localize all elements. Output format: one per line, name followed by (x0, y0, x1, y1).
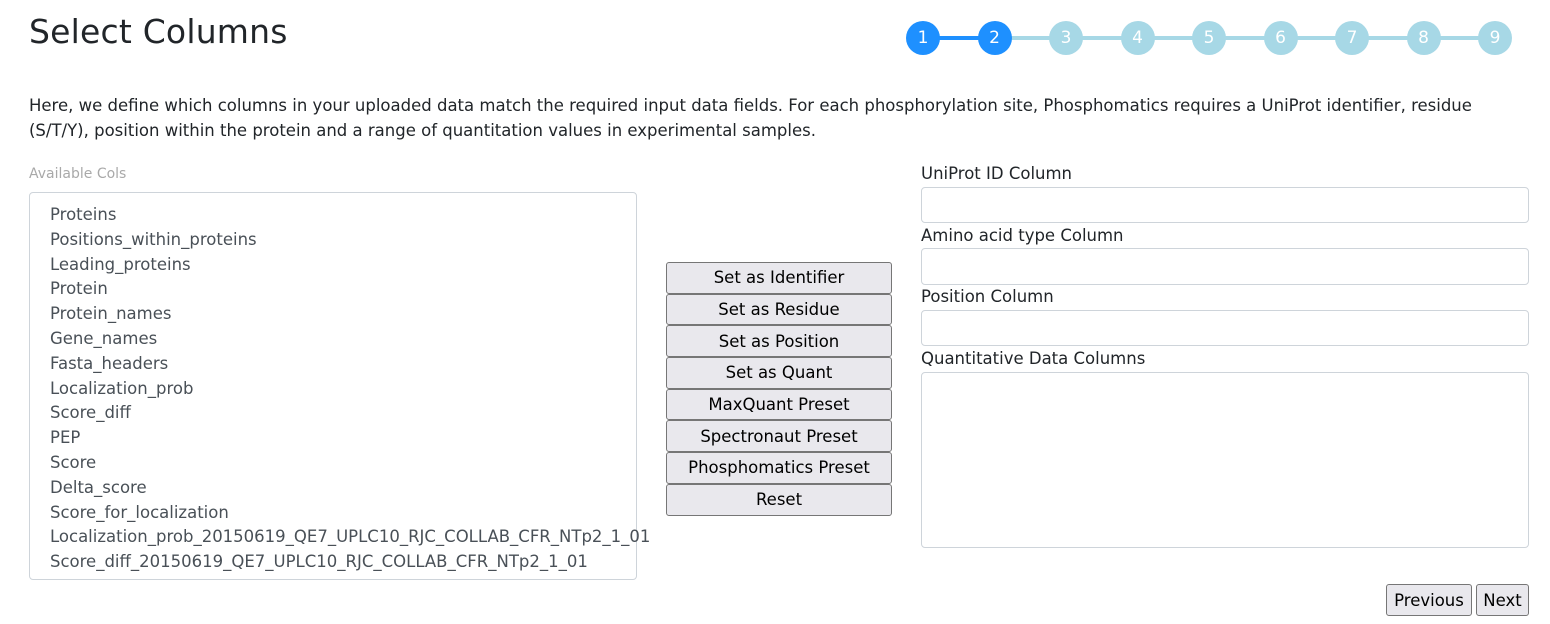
column-option[interactable]: Fasta_headers (50, 353, 169, 373)
step-3[interactable]: 3 (1049, 21, 1083, 55)
set-identifier-button[interactable]: Set as Identifier (666, 262, 892, 294)
uniprot-id-label: UniProt ID Column (921, 164, 1073, 183)
next-button[interactable]: Next (1476, 584, 1529, 616)
previous-button[interactable]: Previous (1386, 584, 1472, 616)
set-position-button[interactable]: Set as Position (666, 325, 892, 358)
column-option[interactable]: Protein (50, 279, 108, 299)
step-7[interactable]: 7 (1335, 21, 1369, 55)
uniprot-id-field[interactable] (921, 187, 1529, 223)
action-buttons: Set as Identifier Set as Residue Set as … (666, 262, 892, 516)
position-field[interactable] (921, 310, 1529, 346)
column-option[interactable]: Leading_proteins (50, 254, 191, 274)
progress-stepper: 1 2 3 4 5 6 7 8 9 (906, 21, 1512, 55)
column-option[interactable]: Localization_prob_20150619_QE7_UPLC10_RJ… (50, 527, 651, 547)
quant-data-field[interactable] (921, 372, 1529, 548)
quant-data-label: Quantitative Data Columns (921, 349, 1146, 368)
amino-acid-field[interactable] (921, 248, 1529, 285)
column-option[interactable]: Protein_names (50, 304, 172, 324)
intro-text: Here, we define which columns in your up… (29, 96, 1472, 140)
column-option[interactable]: PEP (50, 428, 81, 448)
set-residue-button[interactable]: Set as Residue (666, 293, 892, 326)
step-8[interactable]: 8 (1406, 21, 1441, 55)
set-quant-button[interactable]: Set as Quant (666, 357, 892, 389)
step-5[interactable]: 5 (1192, 21, 1226, 55)
column-option[interactable]: Delta_score (50, 477, 147, 497)
column-option[interactable]: Positions_within_proteins (50, 229, 257, 249)
page-title: Select Columns (29, 12, 288, 51)
step-connector-remaining (995, 36, 1495, 40)
step-1[interactable]: 1 (906, 21, 940, 55)
column-option[interactable]: Score_diff (50, 403, 131, 423)
amino-acid-label: Amino acid type Column (921, 226, 1124, 245)
phosphomatics-preset-button[interactable]: Phosphomatics Preset (666, 452, 892, 484)
step-6[interactable]: 6 (1263, 21, 1298, 55)
available-cols-listbox[interactable]: Proteins Positions_within_proteins Leadi… (29, 192, 651, 580)
maxquant-preset-button[interactable]: MaxQuant Preset (666, 388, 892, 421)
column-option[interactable]: Gene_names (50, 328, 158, 348)
reset-button[interactable]: Reset (666, 483, 892, 516)
spectronaut-preset-button[interactable]: Spectronaut Preset (666, 420, 892, 453)
available-cols-label: Available Cols (29, 166, 127, 182)
column-option[interactable]: Score_for_localization (50, 502, 229, 522)
column-option[interactable]: Localization_prob (50, 378, 194, 398)
position-label: Position Column (921, 287, 1054, 306)
column-option[interactable]: Proteins (50, 205, 117, 224)
step-connector-1-2 (923, 36, 995, 40)
column-option[interactable]: Score (50, 452, 97, 472)
column-option[interactable]: Score_diff_20150619_QE7_UPLC10_RJC_COLLA… (50, 552, 588, 572)
step-4[interactable]: 4 (1120, 21, 1155, 55)
step-2[interactable]: 2 (977, 21, 1012, 55)
step-9[interactable]: 9 (1478, 21, 1512, 55)
